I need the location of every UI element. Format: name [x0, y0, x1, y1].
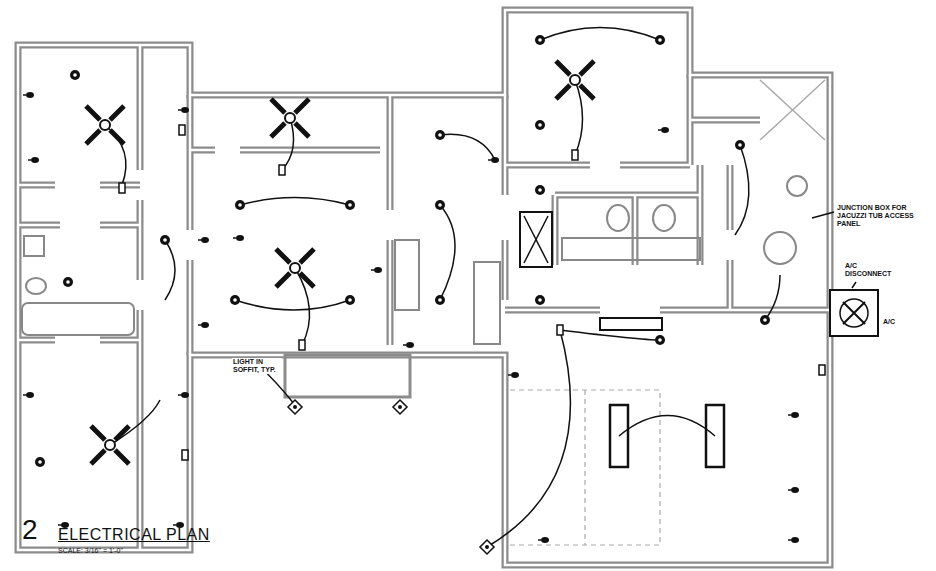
switch: [119, 183, 125, 193]
scale-note: SCALE: 3/16" = 1'-0": [58, 547, 123, 555]
switch: [299, 340, 305, 350]
switch: [279, 165, 285, 175]
ceiling-light: [435, 130, 445, 140]
receptacle: [788, 537, 799, 543]
receptacle: [371, 267, 382, 273]
washer-dryer: [520, 212, 552, 267]
ceiling-light: [435, 200, 445, 210]
ceiling-light: [345, 200, 355, 210]
sink: [24, 236, 44, 256]
switch-leg: [619, 416, 715, 437]
ceiling-light: [735, 140, 745, 150]
equipment-note: JUNCTION BOX FOR JACUZZI TUB ACCESS PANE…: [836, 204, 930, 228]
ac-unit: [830, 290, 878, 336]
ceiling-light: [535, 185, 545, 195]
ceiling-light: [535, 35, 545, 45]
ceiling-fan: [271, 99, 309, 137]
ac-fan-blade: [843, 302, 865, 324]
switch-leg: [765, 275, 780, 320]
switch: [182, 450, 188, 460]
toilet: [653, 205, 675, 231]
receptacle: [488, 157, 499, 163]
receptacle: [538, 537, 549, 543]
equipment-note: A/C: [882, 318, 896, 326]
receptacle: [508, 372, 519, 378]
receptacle: [178, 392, 189, 398]
ceiling-light: [535, 120, 545, 130]
receptacle: [28, 157, 39, 163]
ceiling-light: [760, 315, 770, 325]
fixture-note: LIGHT IN SOFFIT, TYP.: [232, 358, 282, 374]
switch-leg: [440, 134, 495, 160]
switch: [557, 325, 563, 335]
switch-leg: [235, 300, 350, 310]
switch: [819, 365, 825, 375]
closet-shelf: [760, 80, 825, 140]
ceiling-fan: [276, 249, 314, 287]
soffit-light: [480, 540, 494, 554]
receptacle: [233, 235, 244, 241]
receptacle: [178, 107, 189, 113]
ceiling-fan: [86, 106, 124, 144]
bathtub: [22, 303, 134, 335]
jacuzzi-tub: [764, 232, 796, 264]
ceiling-light: [655, 335, 665, 345]
switch-leg: [240, 198, 350, 206]
vanity: [562, 238, 700, 260]
washer-dryer-mark: [524, 216, 548, 263]
callout-number: 2: [22, 514, 38, 546]
soffit-light: [288, 400, 302, 414]
switch-leg: [487, 330, 570, 547]
switch-leg: [165, 240, 175, 300]
ceiling-light: [235, 200, 245, 210]
garage-door-opener: [600, 318, 662, 330]
switch: [572, 150, 578, 160]
plan-title: ELECTRICAL PLAN: [58, 526, 210, 544]
receptacle: [198, 322, 209, 328]
ceiling-light: [230, 295, 240, 305]
switch-leg: [440, 205, 455, 300]
receptacle: [788, 487, 799, 493]
ceiling-light: [160, 235, 170, 245]
ceiling-light: [435, 295, 445, 305]
soffit-bump: [285, 355, 410, 397]
switch-leg: [540, 28, 660, 41]
kitchen-counter: [474, 262, 500, 344]
switch-leg: [105, 28, 856, 548]
ceiling-light: [70, 70, 80, 80]
receptacle: [403, 342, 414, 348]
ceiling-light: [35, 457, 45, 467]
ceiling-light: [345, 295, 355, 305]
switch-leg: [560, 330, 660, 340]
switch-leg: [735, 145, 749, 235]
wall-outline: [18, 10, 830, 565]
ceiling-light: [535, 295, 545, 305]
switch: [179, 125, 185, 135]
toilet: [607, 205, 629, 231]
leader-line: [812, 212, 834, 218]
ceiling-fan: [91, 426, 129, 464]
equipment-note: A/C DISCONNECT: [844, 262, 906, 278]
receptacle: [198, 237, 209, 243]
toilet: [787, 176, 807, 196]
ceiling-light: [655, 35, 665, 45]
receptacle: [23, 392, 34, 398]
range: [395, 240, 419, 310]
ceiling-light: [63, 277, 73, 287]
storage-area: [510, 390, 660, 545]
toilet: [26, 278, 46, 294]
switch-leg: [575, 80, 583, 155]
ac-fan: [840, 299, 868, 327]
ceiling-fan: [556, 61, 594, 99]
wall-core: [18, 10, 830, 565]
receptacle: [788, 412, 799, 418]
soffit-light: [393, 400, 407, 414]
receptacle: [658, 127, 669, 133]
leader-line: [852, 282, 856, 288]
receptacle: [23, 92, 34, 98]
